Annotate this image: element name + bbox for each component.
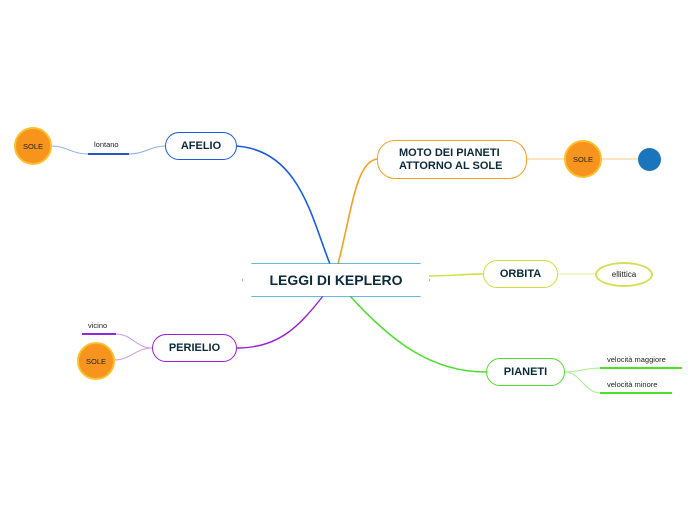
topic-moto-line-2: ATTORNO AL SOLE [399, 159, 503, 172]
topic-pianeti-label: PIANETI [503, 366, 548, 378]
planet-dot[interactable] [638, 148, 661, 171]
leaf-vicino[interactable]: vicino [88, 321, 108, 330]
sole-label-afelio: SOLE [22, 141, 43, 151]
connector-perielio-sole [114, 347, 153, 361]
connector-moto [337, 158, 379, 265]
topic-afelio[interactable]: AFELIO [165, 132, 237, 160]
topic-pianeti[interactable]: PIANETI [486, 358, 565, 386]
central-topic[interactable]: LEGGI DI KEPLERO [243, 264, 429, 296]
connector-velocita-maggiore [564, 367, 601, 373]
topic-afelio-label: AFELIO [180, 140, 222, 152]
connector-perielio [236, 295, 324, 349]
sole-label-moto: SOLE [572, 154, 593, 164]
leaf-ellittica[interactable]: ellittica [595, 262, 653, 287]
leaf-velocita-minore[interactable]: velocità minore [607, 380, 658, 389]
topic-perielio-label: PERIELIO [168, 342, 221, 354]
connector-vicino [115, 333, 153, 349]
connector-lontano [128, 145, 167, 155]
connector-pianeti [349, 295, 487, 373]
sole-circle-afelio[interactable]: SOLE [14, 127, 52, 165]
topic-moto-line-1: MOTO DEI PIANETI [399, 146, 500, 159]
topic-orbita-label: ORBITA [499, 268, 542, 280]
connector-afelio [235, 145, 331, 265]
leaf-velocita-maggiore[interactable]: velocità maggiore [607, 355, 666, 364]
sole-circle-perielio[interactable]: SOLE [77, 342, 115, 380]
sole-circle-moto[interactable]: SOLE [564, 140, 602, 178]
connector-afelio-sole [51, 145, 89, 155]
sole-label-perielio: SOLE [85, 356, 106, 366]
central-topic-label: LEGGI DI KEPLERO [269, 272, 403, 288]
topic-orbita[interactable]: ORBITA [483, 260, 558, 288]
topic-moto-dei-pianeti[interactable]: MOTO DEI PIANETI ATTORNO AL SOLE [377, 140, 527, 179]
connector-velocita-minore [564, 371, 601, 394]
leaf-lontano[interactable]: lontano [94, 140, 119, 149]
leaf-ellittica-label: ellittica [611, 270, 637, 279]
topic-perielio[interactable]: PERIELIO [152, 334, 237, 362]
connector-orbita [427, 273, 484, 277]
